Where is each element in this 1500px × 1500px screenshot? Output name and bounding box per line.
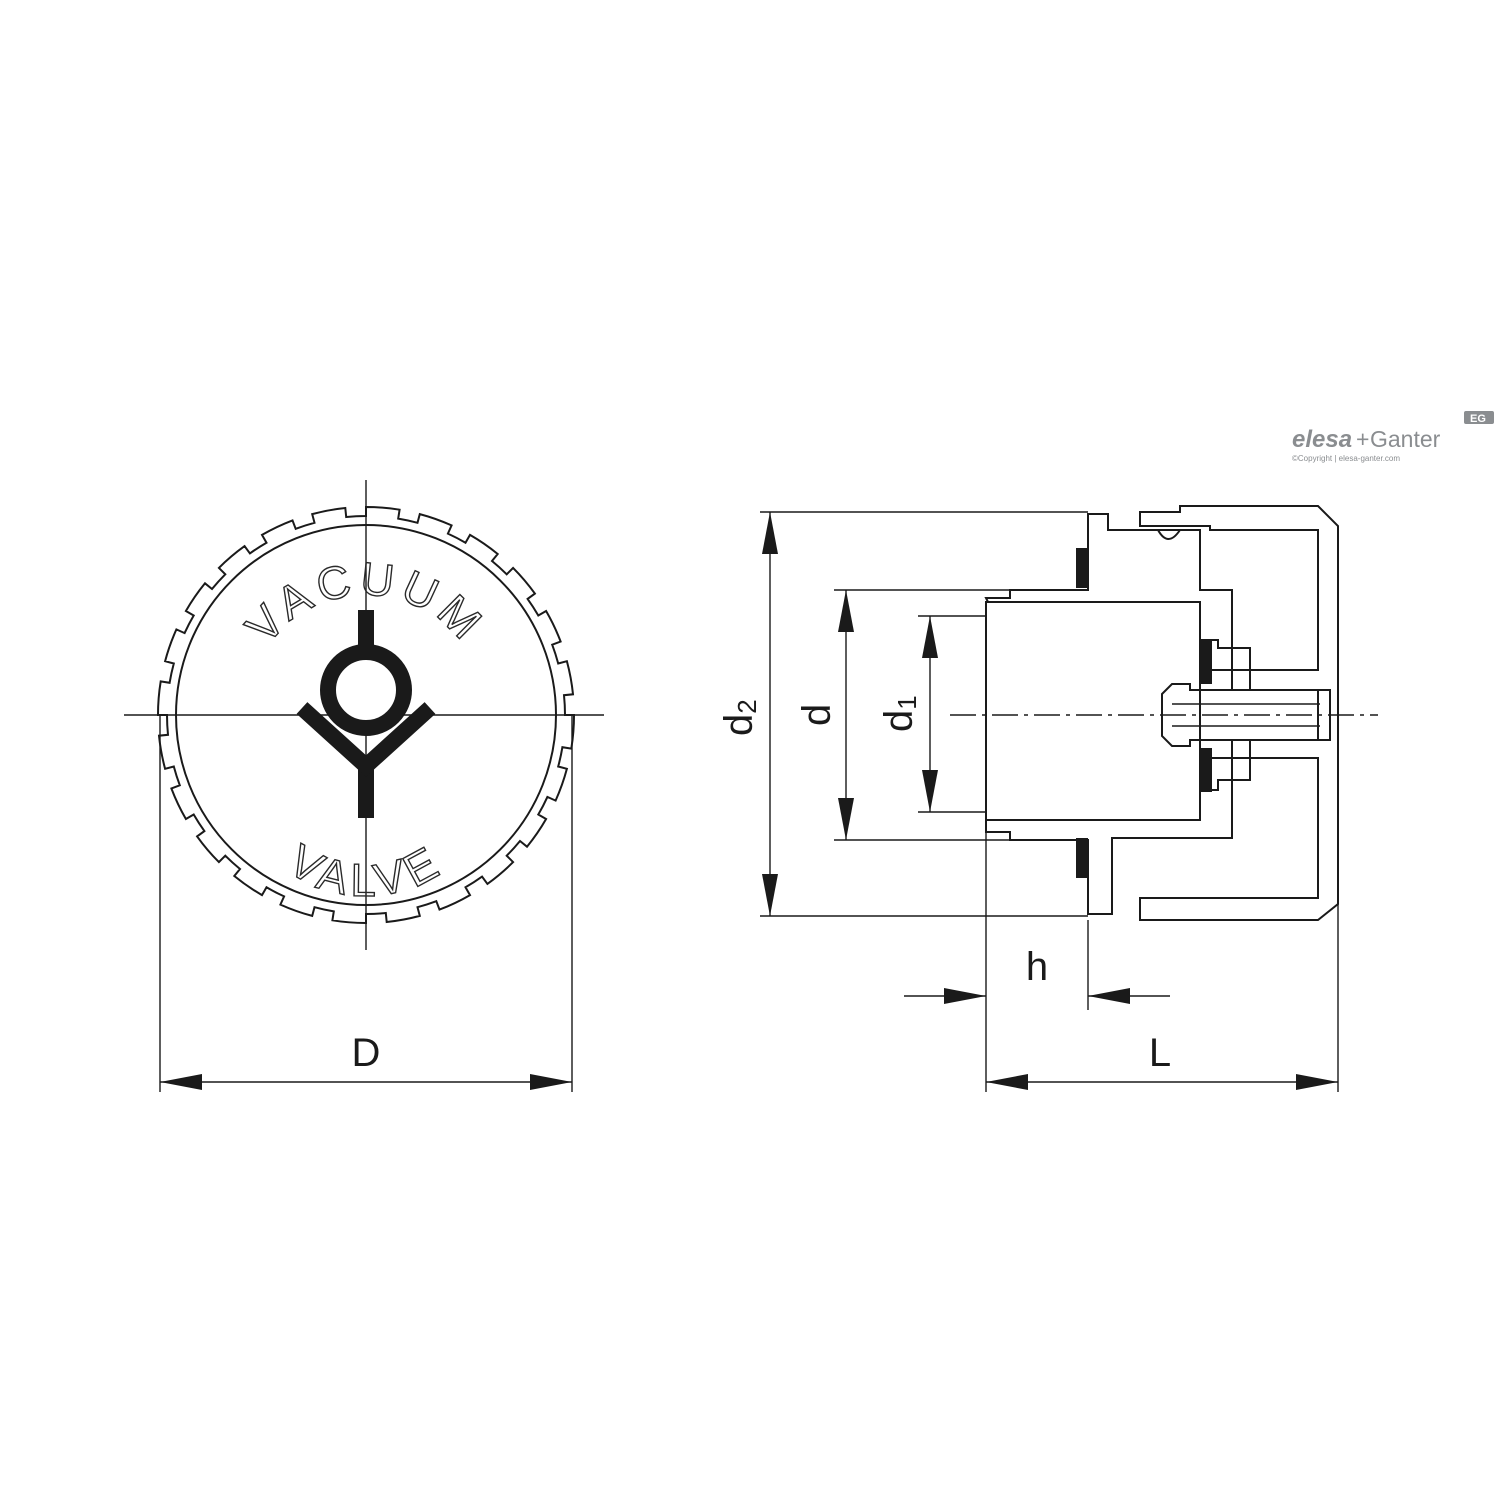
section-bore	[985, 601, 1201, 821]
elesa-ganter-logo: elesa + Ganter EG ©Copyright | elesa-gan…	[1292, 411, 1494, 463]
dimension-label-d1: d1	[877, 695, 922, 732]
logo-brand-secondary: Ganter	[1370, 426, 1441, 452]
section-seals	[1076, 548, 1212, 878]
dimension-d1: d1	[877, 615, 986, 813]
check-valve-symbol-icon	[296, 610, 436, 818]
front-face-circle	[175, 524, 557, 906]
logo-copyright: ©Copyright | elesa-ganter.com	[1292, 454, 1400, 463]
dimension-D: D	[159, 715, 573, 1092]
dimension-L: L	[985, 904, 1339, 1092]
logo-badge: EG	[1464, 411, 1494, 425]
dimension-h: h	[904, 832, 1170, 1010]
dimension-label-D: D	[352, 1031, 381, 1075]
valve-pin	[1161, 683, 1331, 747]
logo-brand-primary: elesa	[1292, 426, 1352, 453]
front-view: VACUUM VALVE	[124, 480, 604, 950]
dimension-label-d: d	[795, 704, 839, 726]
logo-brand-plus: +	[1356, 426, 1369, 452]
dimension-label-h: h	[1026, 945, 1048, 989]
section-view	[950, 505, 1378, 921]
logo-badge-text: EG	[1470, 413, 1486, 425]
cap-notch	[1156, 529, 1182, 540]
dimension-d: d	[795, 589, 1010, 841]
dimension-d2: d2	[717, 511, 1088, 917]
knurled-rim	[156, 505, 576, 925]
dimension-label-L: L	[1149, 1031, 1171, 1075]
dimension-label-d2: d2	[717, 699, 762, 736]
